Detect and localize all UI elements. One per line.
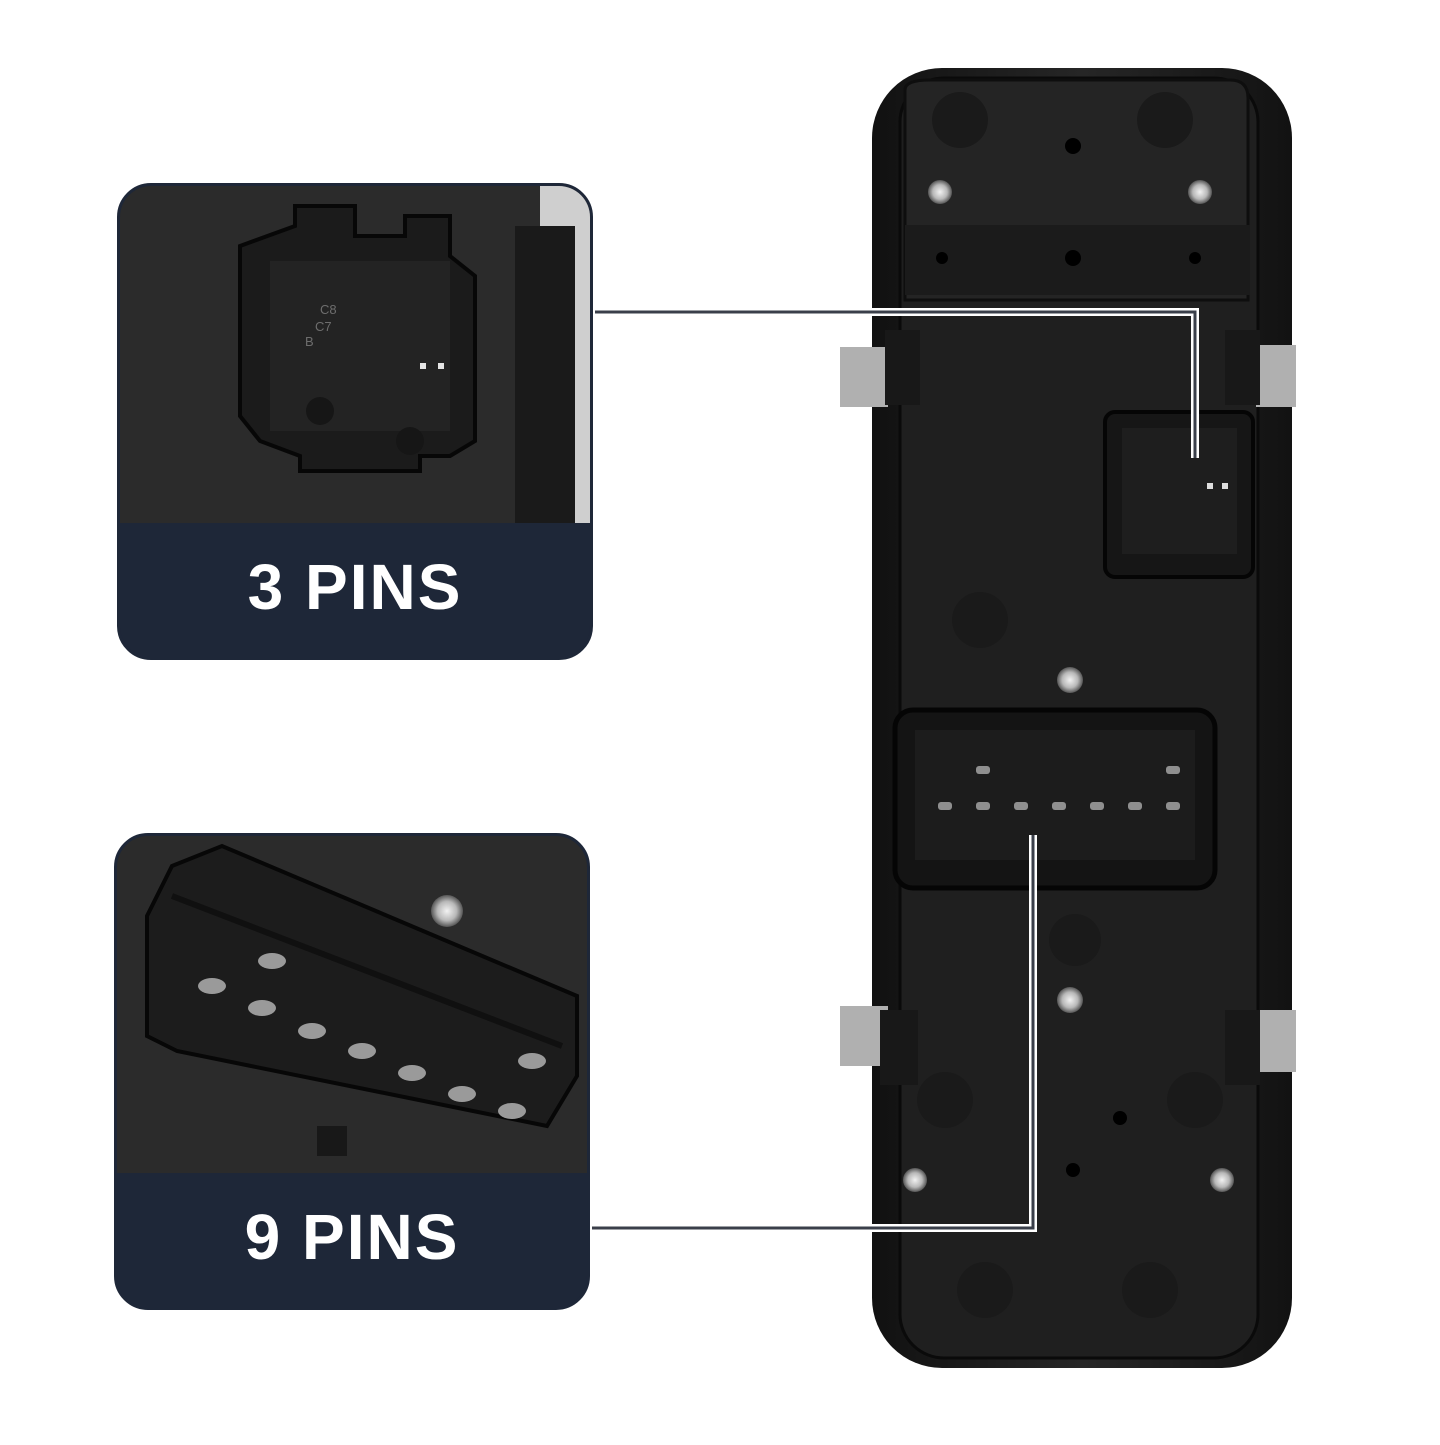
connector-9pin-closeup (117, 836, 587, 1173)
clip-right-bottom (1258, 1010, 1296, 1072)
connector-label-c8: C8 (320, 302, 337, 317)
callout-3-pins: C8 C7 B 3 PINS (117, 183, 593, 660)
callout-9-pins: 9 PINS (114, 833, 590, 1310)
connector-label-c7: C7 (315, 319, 332, 334)
connector-3pin-closeup: C8 C7 B (120, 186, 590, 523)
screw-icon (903, 180, 1234, 1192)
clip-right-top (1256, 345, 1296, 407)
clip-left-top (840, 347, 888, 407)
callout-label-9-pins: 9 PINS (244, 1201, 460, 1273)
connector-label-b: B (305, 334, 314, 349)
callout-label-3-pins: 3 PINS (247, 551, 463, 623)
pin-row (938, 766, 1180, 810)
